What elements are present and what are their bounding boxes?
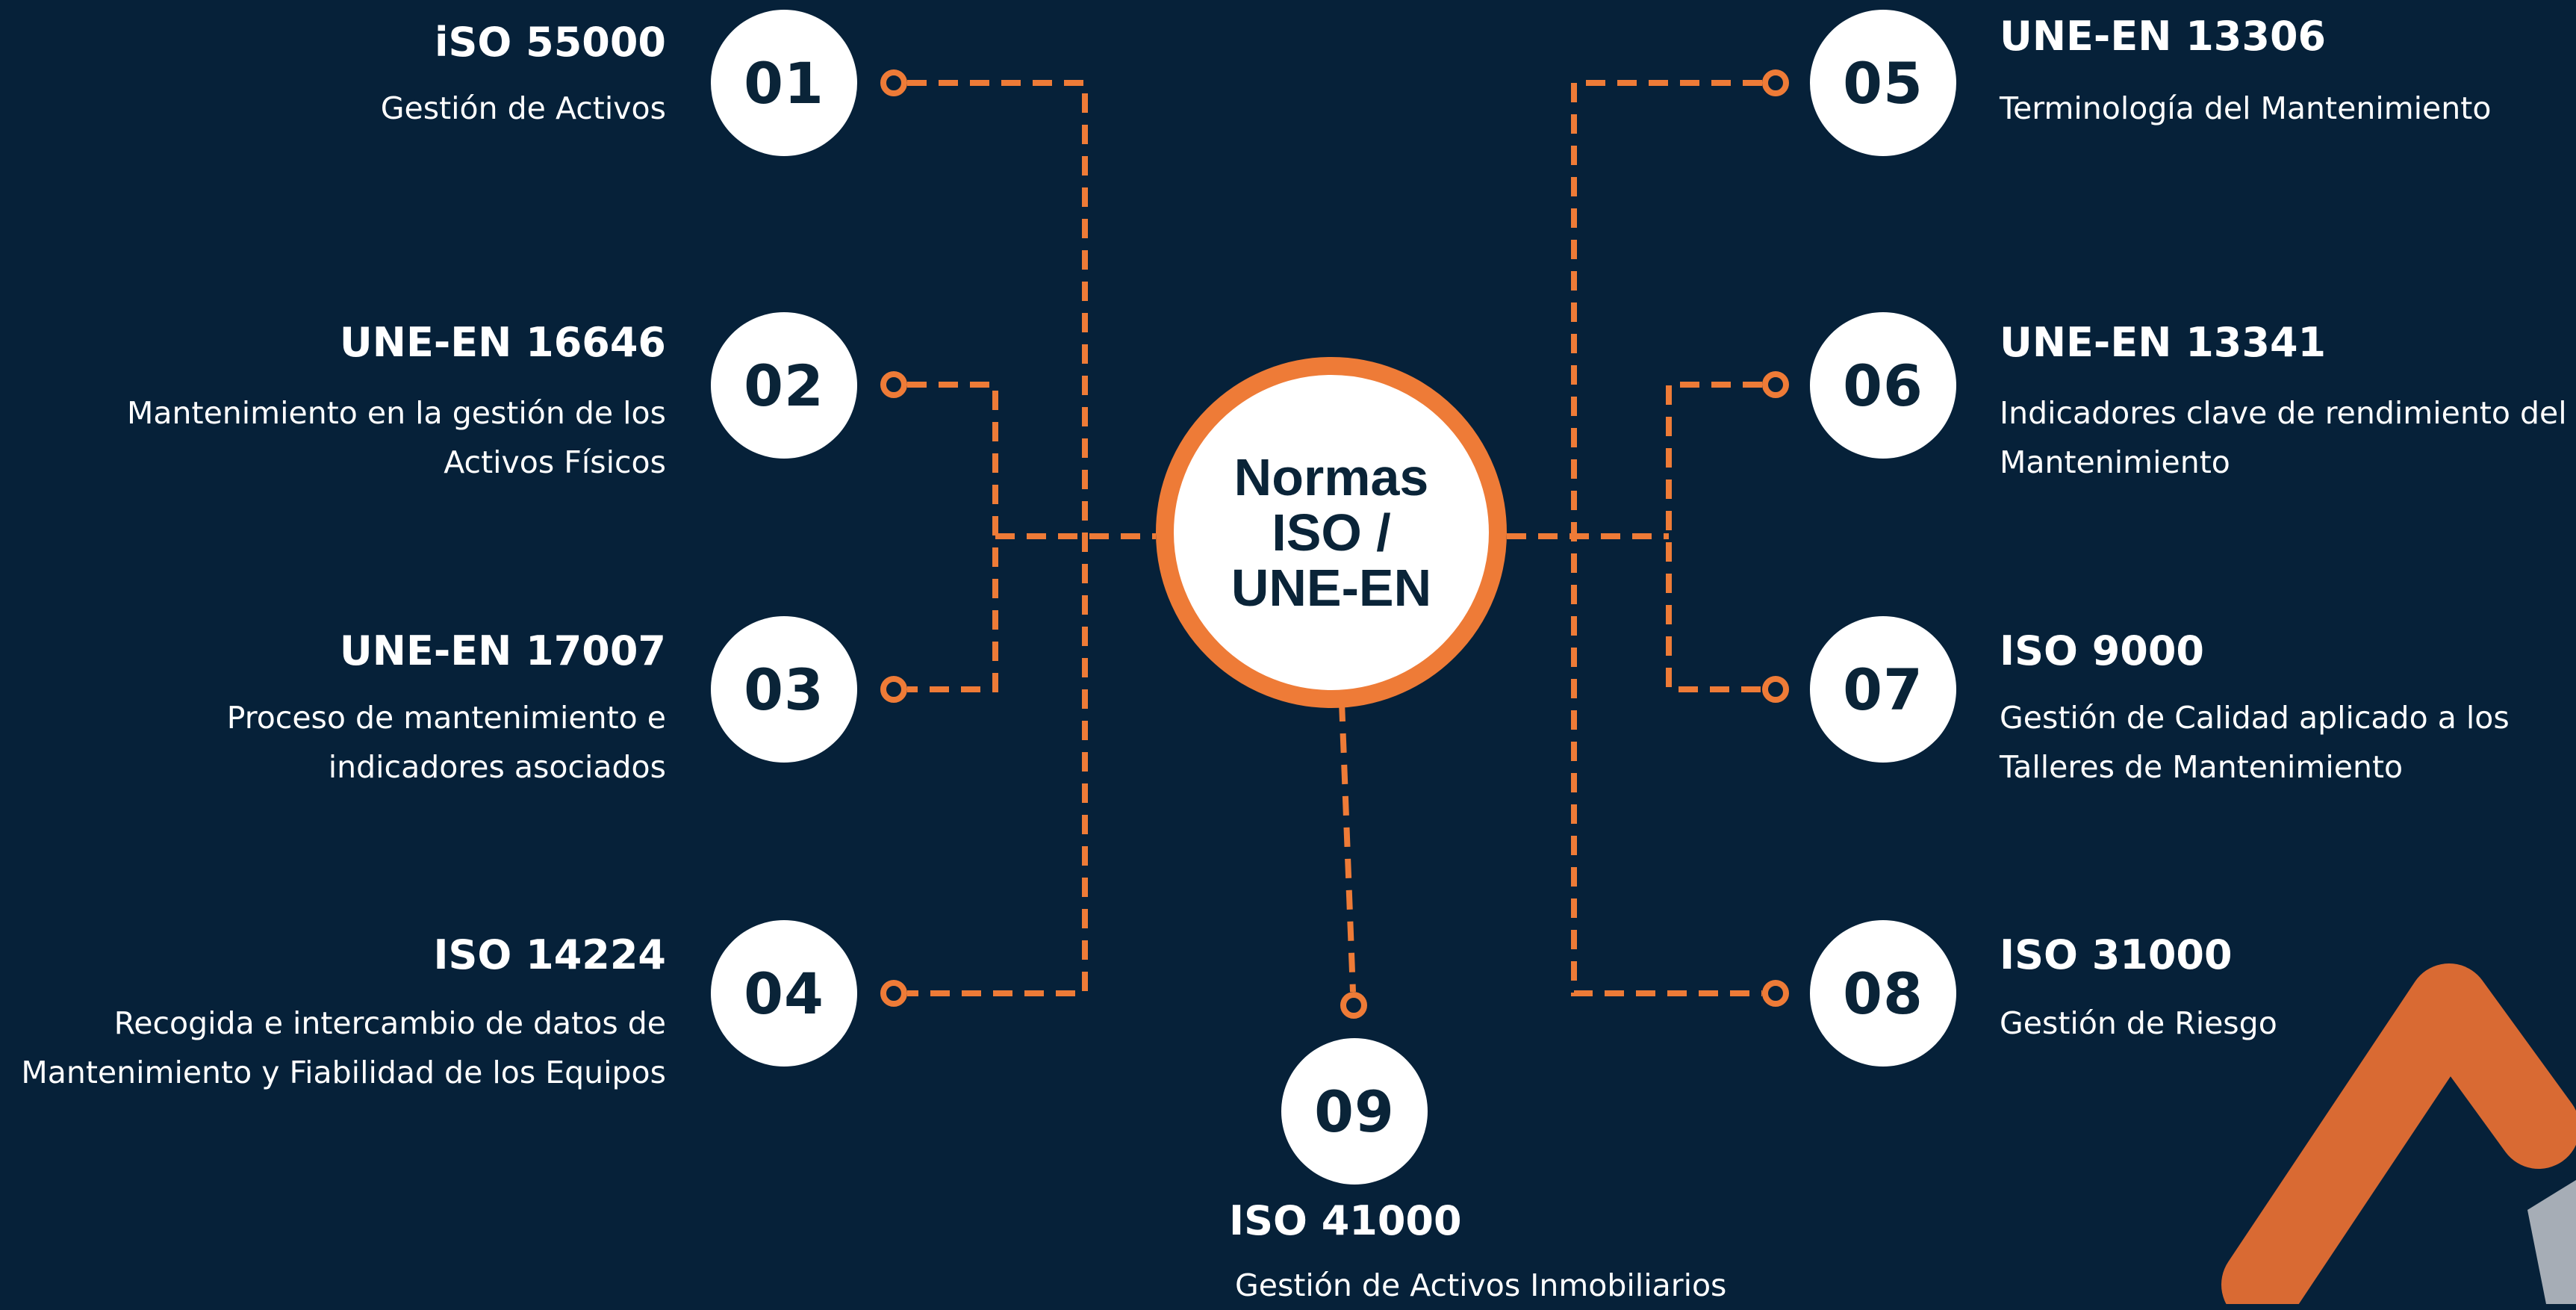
hub-circle: Normas ISO / UNE-EN <box>1156 357 1507 708</box>
number-badge: 06 <box>1810 312 1956 459</box>
endpoint-01 <box>880 69 907 96</box>
item-description: Gestión de Activos <box>380 90 666 126</box>
endpoint-09 <box>1340 992 1367 1019</box>
number-badge: 02 <box>711 312 857 459</box>
item-description: Gestión de Calidad aplicado a los Taller… <box>2000 700 2510 785</box>
item-title: UNE-EN 17007 <box>339 627 666 674</box>
item-title: ISO 41000 <box>1229 1197 1462 1244</box>
endpoint-06 <box>1762 371 1789 398</box>
connector-09 <box>1339 701 1356 993</box>
item-description: Proceso de mantenimiento e indicadores a… <box>226 700 666 785</box>
item-title: iSO 55000 <box>435 19 666 66</box>
hub-title: Normas ISO / UNE-EN <box>1231 448 1432 617</box>
connector-01 <box>907 80 1088 996</box>
endpoint-03 <box>880 676 907 703</box>
number-badge: 01 <box>711 10 857 156</box>
item-title: ISO 9000 <box>2000 627 2204 674</box>
item-title: UNE-EN 13341 <box>2000 319 2327 366</box>
number-badge: 05 <box>1810 10 1956 156</box>
number-badge: 03 <box>711 616 857 763</box>
endpoint-08 <box>1762 980 1789 1007</box>
item-description: Indicadores clave de rendimiento del Man… <box>2000 395 2567 480</box>
item-description: Recogida e intercambio de datos de Mante… <box>21 1005 666 1090</box>
item-title: ISO 31000 <box>2000 931 2233 978</box>
connector-06 <box>1666 382 1762 692</box>
endpoint-05 <box>1762 69 1789 96</box>
endpoint-07 <box>1762 676 1789 703</box>
connector-02 <box>907 382 998 692</box>
endpoint-02 <box>880 371 907 398</box>
number-badge: 09 <box>1281 1038 1428 1185</box>
item-description: Gestión de Activos Inmobiliarios <box>1235 1267 1727 1303</box>
number-badge: 08 <box>1810 920 1956 1067</box>
number-badge: 07 <box>1810 616 1956 763</box>
item-title: UNE-EN 16646 <box>339 319 666 366</box>
item-description: Gestión de Riesgo <box>2000 1005 2277 1041</box>
item-description: Mantenimiento en la gestión de los Activ… <box>127 395 666 480</box>
item-title: UNE-EN 13306 <box>2000 13 2327 60</box>
number-badge: 04 <box>711 920 857 1067</box>
endpoint-04 <box>880 980 907 1007</box>
item-title: ISO 14224 <box>433 931 666 978</box>
item-description: Terminología del Mantenimiento <box>2000 90 2492 126</box>
